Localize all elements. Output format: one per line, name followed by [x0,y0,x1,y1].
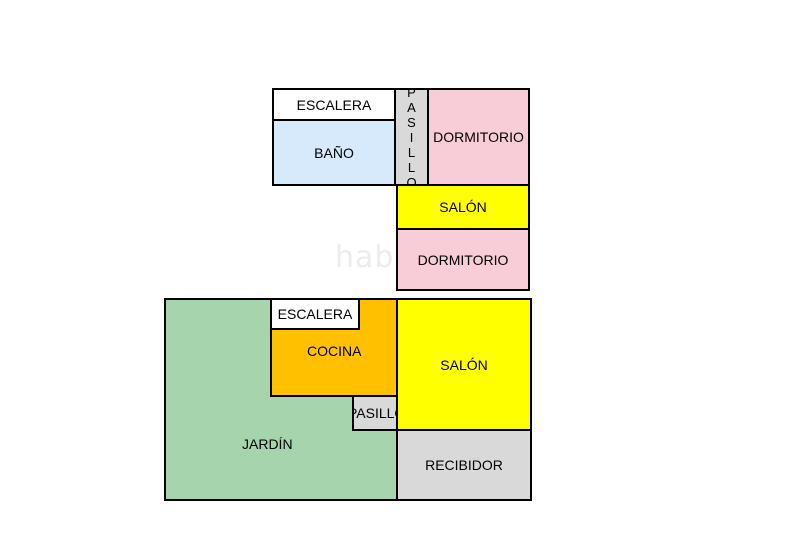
pasillo-letter: I [409,129,414,145]
room-label-dormitorio-2: DORMITORIO [417,251,509,268]
room-label-jardin: JARDÍN [242,436,293,452]
room-label-pasillo-upper: P A S I L L O [406,85,416,190]
pasillo-letter: O [406,174,417,190]
room-label-cocina: COCINA [307,343,362,359]
pasillo-letter: P [407,84,416,100]
room-label-escalera-upper: ESCALERA [296,96,372,113]
pasillo-letter: L [407,144,416,160]
room-salon-lower: SALÓN [396,298,532,431]
room-label-dormitorio-1: DORMITORIO [433,129,524,145]
room-dormitorio-1: DORMITORIO [427,88,530,186]
pasillo-letter: L [407,159,416,175]
room-label-salon-lower: SALÓN [440,356,488,373]
room-recibidor: RECIBIDOR [396,429,532,501]
room-label-recibidor: RECIBIDOR [425,457,503,473]
room-salon-upper: SALÓN [396,184,530,230]
pasillo-letter: A [407,99,416,115]
room-label-salon-upper: SALÓN [439,199,487,215]
room-bano: BAÑO [272,119,396,186]
room-escalera-upper: ESCALERA [272,88,396,121]
room-label-bano: BAÑO [314,144,354,161]
room-pasillo-upper: P A S I L L O [394,85,429,190]
room-label-escalera-lower: ESCALERA [277,306,353,322]
pasillo-letter: S [407,114,416,130]
room-dormitorio-2: DORMITORIO [396,228,530,291]
room-escalera-lower: ESCALERA [270,298,360,330]
